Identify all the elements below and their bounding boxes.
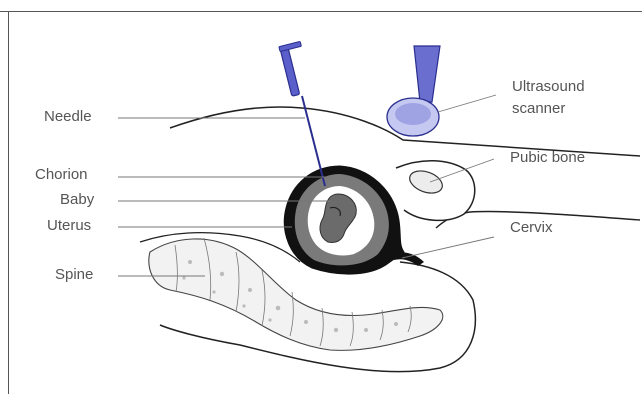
pubic-bone-label: Pubic bone <box>510 149 585 167</box>
needle-plunger <box>279 41 302 51</box>
needle-label: Needle <box>44 108 92 126</box>
baby-label: Baby <box>60 191 94 209</box>
ultrasound-label-line1: Ultrasound <box>512 78 585 96</box>
spine-label: Spine <box>55 266 93 284</box>
needle-barrel <box>280 48 299 97</box>
cervix-label: Cervix <box>510 219 553 237</box>
ultrasound-label-line2: scanner <box>512 100 565 118</box>
uterus-label: Uterus <box>47 217 91 235</box>
ultrasound-leader <box>438 95 496 112</box>
ultrasound-scanner-handle <box>414 46 440 102</box>
cervix-leader <box>402 237 494 258</box>
chorion-label: Chorion <box>35 166 88 184</box>
